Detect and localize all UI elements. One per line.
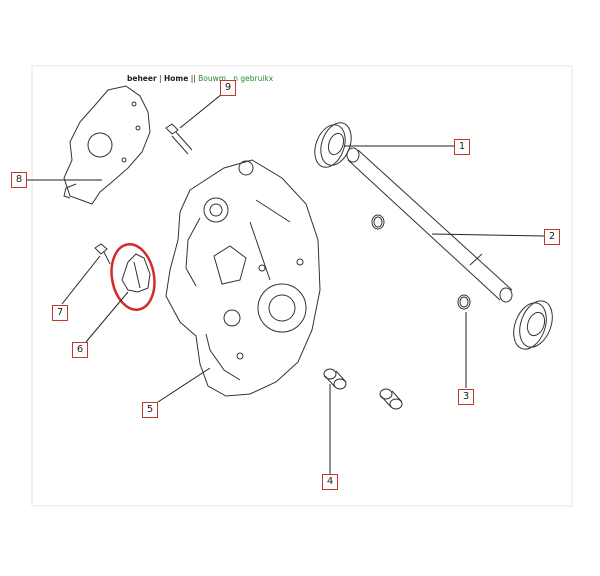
- callout-4: 4: [322, 474, 338, 490]
- ring-parts: [371, 214, 471, 310]
- nav-link[interactable]: Bouwm...n gebruikx: [198, 74, 274, 83]
- callout-8: 8: [11, 172, 27, 188]
- leader-lines: [26, 93, 545, 474]
- callout-3: 3: [458, 389, 474, 405]
- bearing-part-upper: [314, 122, 352, 168]
- callout-1: 1: [454, 139, 470, 155]
- shift-fork-part: [121, 253, 151, 293]
- cover-plate-part: [63, 85, 151, 205]
- bolt-part-9: [165, 123, 193, 155]
- nav-separator: |: [156, 74, 164, 83]
- callout-5: 5: [142, 402, 158, 418]
- nav-home[interactable]: Home: [163, 74, 189, 83]
- callout-9: 9: [220, 80, 236, 96]
- callout-6: 6: [72, 342, 88, 358]
- nav-beheer[interactable]: beheer: [127, 74, 157, 83]
- bearing-part-lower: [513, 300, 553, 350]
- diagram-border: [31, 65, 573, 507]
- shaft-part: [346, 147, 513, 303]
- nav-separator: ||: [188, 74, 199, 83]
- top-nav: beheer | Home || Bouwm...n gebruikx: [127, 74, 273, 83]
- callout-2: 2: [544, 229, 560, 245]
- callout-7: 7: [52, 305, 68, 321]
- fork-highlight-ring: [110, 243, 156, 311]
- bolt-part-7: [94, 243, 111, 265]
- bushing-parts: [323, 368, 403, 410]
- housing-part: [165, 159, 321, 397]
